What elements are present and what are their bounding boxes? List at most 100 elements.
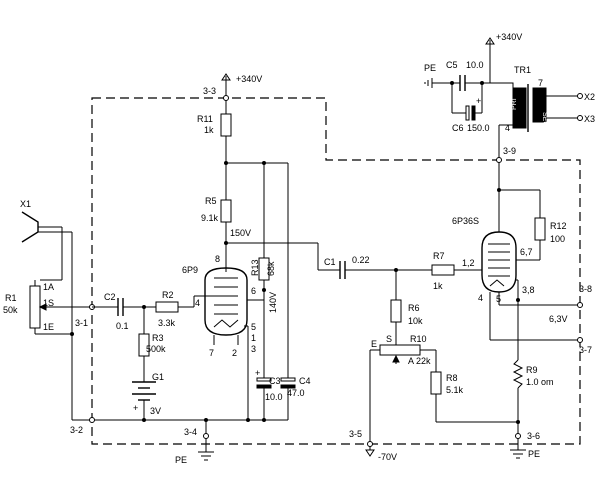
c4-value: 47.0 — [287, 388, 305, 398]
r1-ref: R1 — [5, 293, 17, 303]
connector-3-9-label: 3-9 — [503, 146, 516, 156]
tr1-pin4: 4 — [505, 123, 510, 133]
resistor-r5: R5 9.1k — [201, 196, 232, 223]
jack-x1: X1 — [20, 199, 73, 420]
6p36s-ref: 6P36S — [452, 216, 479, 226]
r2-value: 3.3k — [158, 318, 176, 328]
connector-3-4-label: 3-4 — [184, 427, 197, 437]
c5-ref: C5 — [446, 60, 458, 70]
c6-ref: C6 — [452, 123, 464, 133]
g1-plus: + — [133, 403, 138, 413]
ground-pe-top: PE — [424, 63, 436, 88]
r1-pin-s: 1S — [43, 298, 54, 308]
supply-340v-top-label: +340V — [496, 32, 522, 42]
connector-3-3-label: 3-3 — [203, 86, 216, 96]
connector-3-7-label: 3-7 — [579, 345, 592, 355]
connector-3-8-label: 3-8 — [579, 284, 592, 294]
r8-ref: R8 — [446, 373, 458, 383]
connector-3-1-label: 3-1 — [75, 318, 88, 328]
capacitor-c6: + C6 150.0 — [451, 83, 490, 133]
r12-ref: R12 — [550, 221, 567, 231]
r11-ref: R11 — [197, 114, 213, 124]
c4-ref: C4 — [299, 376, 311, 386]
resistor-r8: R8 5.1k — [430, 350, 518, 423]
r7-value: 1k — [433, 281, 443, 291]
6p9-ref: 6P9 — [182, 265, 198, 275]
r10-pin-s: S — [386, 334, 392, 344]
tube-6p36s: 6P36S 1,2 6,7 4 5 3,8 — [452, 190, 580, 341]
pe-left-label: PE — [175, 455, 187, 465]
r1-value: 50k — [3, 305, 18, 315]
r1-pin-a: 1A — [43, 282, 54, 292]
r12-value: 100 — [550, 234, 565, 244]
supply-neg70-label: -70V — [378, 452, 397, 462]
capacitor-c1: C1 0.22 — [318, 255, 432, 279]
supply-340v-mid: +340V 3-3 — [203, 73, 262, 114]
6p9-pin1: 1 — [251, 333, 256, 343]
capacitor-c2: C2 0.1 — [92, 292, 156, 331]
c3-value: 10.0 — [265, 392, 283, 402]
supply-340v-mid-label: +340V — [236, 74, 262, 84]
annotation-150v: 150V — [230, 228, 251, 238]
r7-ref: R7 — [433, 251, 445, 261]
annotation-6-3v: 6,3V — [549, 314, 568, 324]
6p36s-pin38: 3,8 — [522, 285, 535, 295]
r11-value: 1k — [204, 125, 214, 135]
x2-label: X2 — [584, 92, 595, 102]
c1-value: 0.22 — [352, 255, 370, 265]
x1-label: X1 — [20, 199, 31, 209]
capacitor-c3: + C3 10.0 — [255, 300, 283, 420]
connector-3-5-label: 3-5 — [349, 429, 362, 439]
battery-g1: G1 3V + — [132, 372, 164, 420]
6p9-pin4: 4 — [195, 298, 200, 308]
capacitor-c5: C5 10.0 — [432, 60, 490, 91]
r3-ref: R3 — [152, 333, 164, 343]
c5-value: 10.0 — [466, 60, 484, 70]
c1-ref: C1 — [324, 257, 336, 267]
tr1-pin7: 7 — [538, 78, 543, 88]
c6-plus: + — [476, 96, 481, 106]
r10-pin-e: E — [371, 339, 377, 349]
6p36s-pin67: 6,7 — [520, 247, 533, 257]
resistor-r9: R9 1.0 om — [512, 359, 554, 450]
c2-value: 0.1 — [116, 321, 129, 331]
tr1-ref: TR1 — [514, 65, 531, 75]
6p9-pin5: 5 — [251, 322, 256, 332]
resistor-r13: R13 68k — [250, 163, 276, 290]
resistor-r12: R12 100 — [499, 189, 567, 260]
6p36s-pin4: 4 — [478, 293, 483, 303]
ground-pe-left: PE — [175, 451, 214, 465]
ground-pe-right: PE — [510, 449, 540, 459]
6p9-pin2: 2 — [232, 348, 237, 358]
6p36s-pin5: 5 — [496, 294, 501, 304]
tr1-pri: PRI — [511, 98, 518, 110]
annotation-140v: 140V — [268, 292, 278, 313]
resistor-r11: R11 1k — [197, 113, 232, 137]
resistor-r2: R2 3.3k — [155, 290, 195, 328]
c2-ref: C2 — [104, 292, 116, 302]
6p36s-pin12: 1,2 — [462, 258, 475, 268]
potentiometer-r10: R10 22k E S A — [370, 334, 436, 366]
6p9-pin7: 7 — [209, 348, 214, 358]
pe-top-label: PE — [424, 63, 436, 73]
r2-ref: R2 — [162, 290, 174, 300]
r13-ref: R13 — [250, 259, 260, 276]
c3-plus: + — [255, 368, 260, 378]
r9-value: 1.0 om — [526, 377, 554, 387]
resistor-r6: R6 10k — [390, 270, 423, 338]
x3-label: X3 — [584, 114, 595, 124]
r3-value: 500k — [146, 344, 166, 354]
board-enclosure — [91, 97, 581, 445]
r6-value: 10k — [408, 316, 423, 326]
r6-ref: R6 — [408, 303, 420, 313]
r10-pin-a: A — [408, 356, 414, 366]
6p9-pin6: 6 — [251, 286, 256, 296]
r9-ref: R9 — [526, 365, 538, 375]
r1-pin-e: 1E — [43, 322, 54, 332]
c6-value: 150.0 — [467, 123, 490, 133]
r8-value: 5.1k — [446, 385, 464, 395]
capacitor-c4: C4 47.0 — [280, 376, 311, 420]
g1-ref: G1 — [152, 372, 164, 382]
r5-value: 9.1k — [201, 213, 219, 223]
